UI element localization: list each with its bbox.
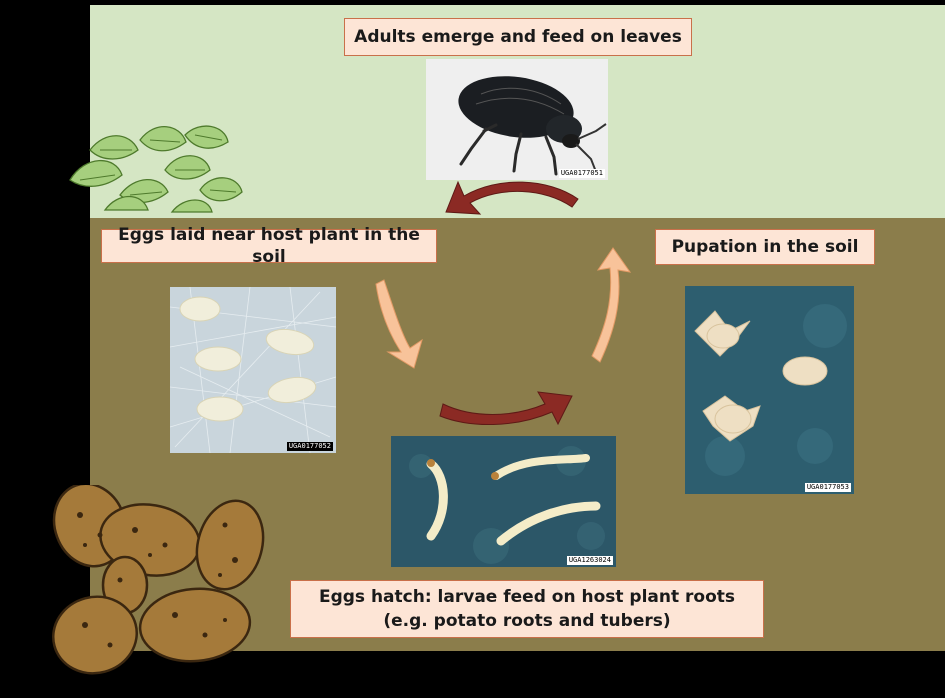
arrow-eggs-to-larvae (376, 280, 422, 368)
arrow-pupation-to-adults (592, 248, 630, 362)
arrow-larvae-to-pupation (440, 392, 572, 425)
arrow-adults-to-eggs (446, 182, 578, 214)
